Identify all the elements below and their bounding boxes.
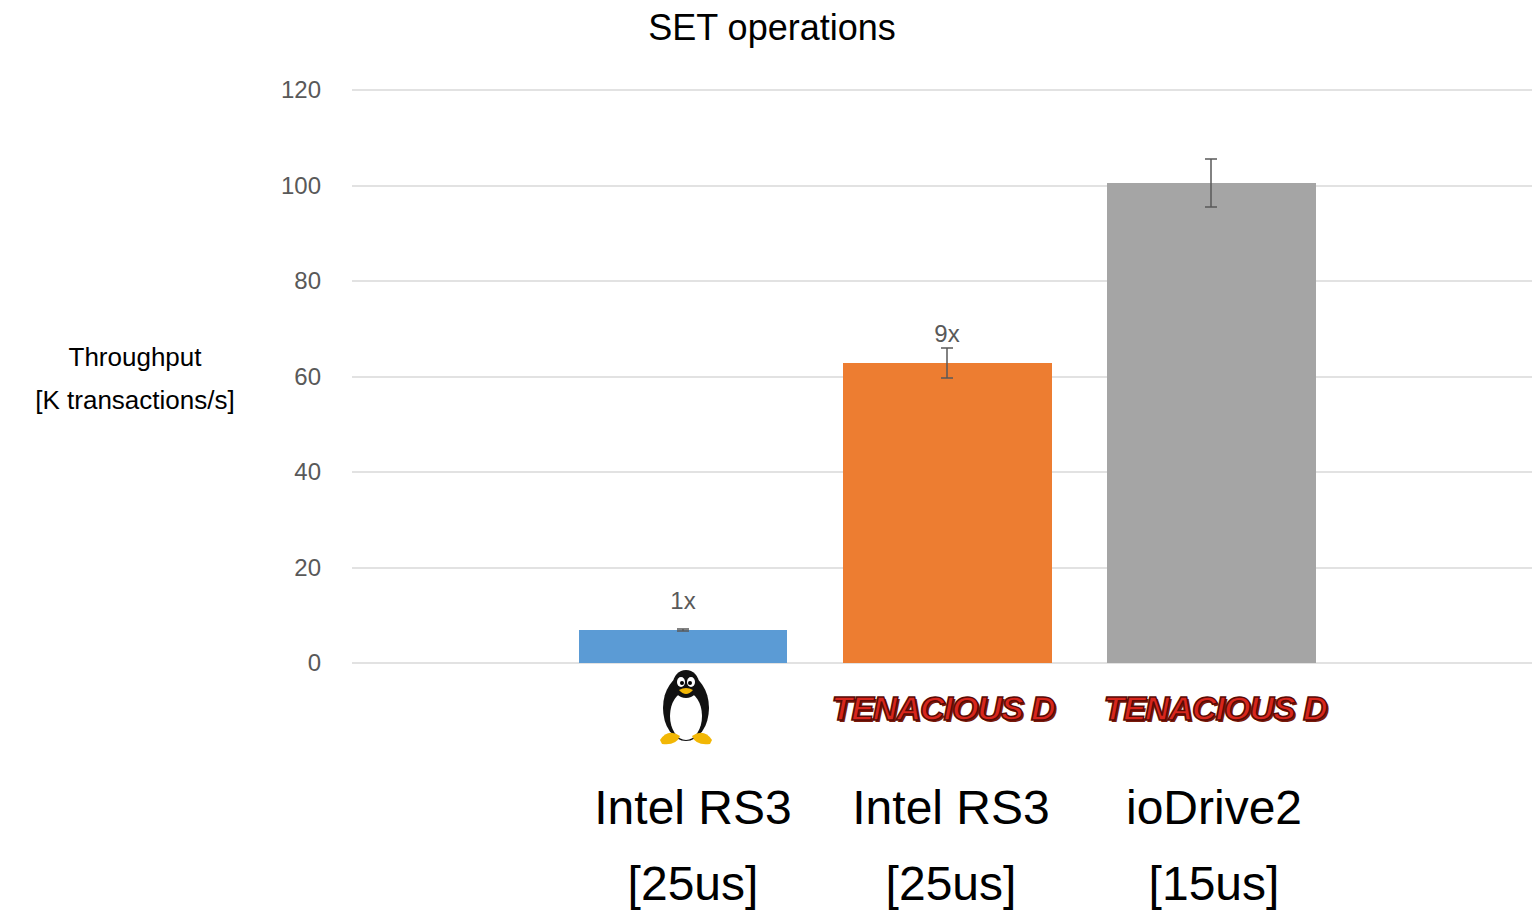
bar — [579, 630, 787, 663]
axis-tick: 80 — [294, 269, 321, 293]
penguin-icon — [660, 670, 712, 744]
axis-tick: 100 — [281, 174, 321, 198]
category-label: [25us] — [628, 860, 759, 908]
category-label: Intel RS3 — [852, 784, 1049, 832]
logo-text: TENACIOUS D — [831, 691, 1054, 725]
error-bars — [677, 159, 1217, 631]
bar-value: 1x — [670, 589, 695, 613]
category-label: [25us] — [886, 860, 1017, 908]
chart-title: SET operations — [648, 10, 895, 46]
axis-tick: 20 — [294, 556, 321, 580]
category-label: Intel RS3 — [594, 784, 791, 832]
logo-text: TENACIOUS D — [1103, 691, 1326, 725]
bar — [843, 363, 1052, 663]
gridlines — [352, 90, 1532, 663]
axis-title: Throughput — [69, 344, 202, 370]
bar — [1107, 183, 1316, 663]
category-label: [15us] — [1149, 860, 1280, 908]
axis-tick: 120 — [281, 78, 321, 102]
axis-tick: 60 — [294, 365, 321, 389]
axis-tick: 0 — [308, 651, 321, 675]
axis-title: [K transactions/s] — [35, 387, 234, 413]
axis-tick: 40 — [294, 460, 321, 484]
category-label: ioDrive2 — [1126, 784, 1302, 832]
bar-value: 9x — [934, 322, 959, 346]
